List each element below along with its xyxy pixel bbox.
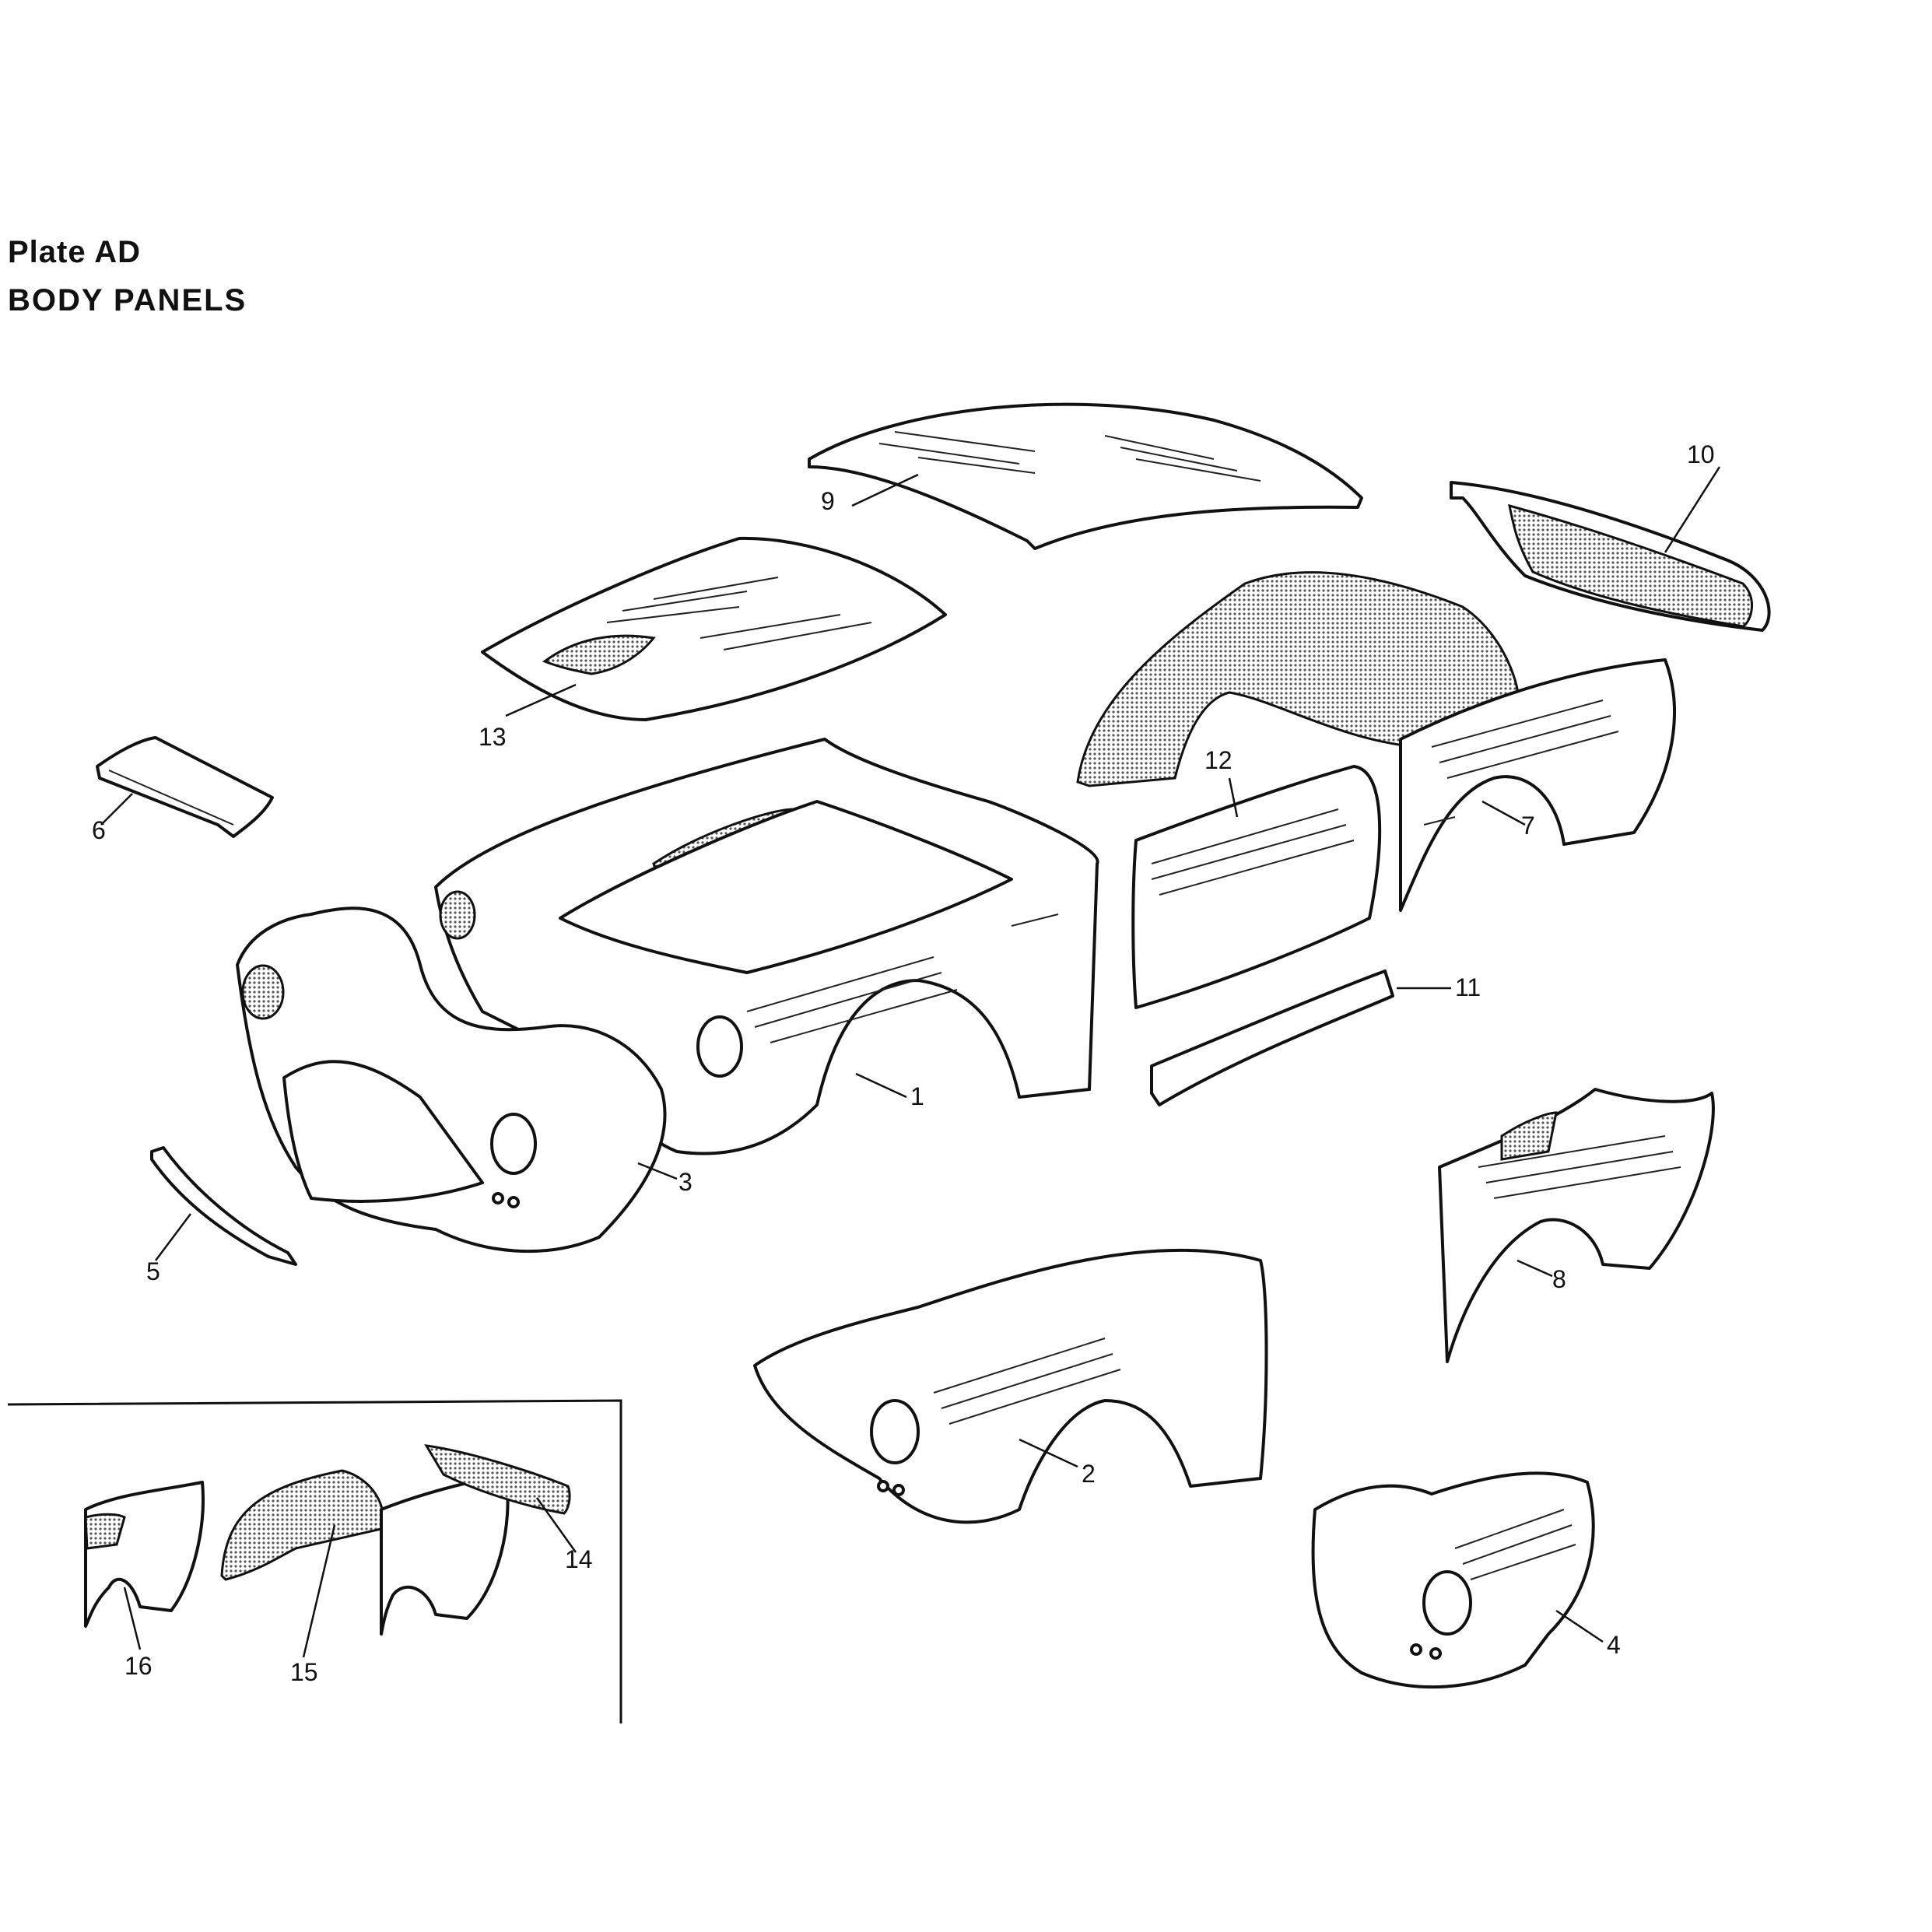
callout-3: 3 xyxy=(678,1168,693,1196)
part-7-rear-quarter xyxy=(1076,571,1676,912)
part-3-front-nose xyxy=(236,906,667,1254)
callout-15: 15 xyxy=(290,1658,318,1686)
callout-14: 14 xyxy=(565,1545,593,1573)
callout-2: 2 xyxy=(1082,1460,1096,1488)
callout-9: 9 xyxy=(821,487,835,515)
callout-1: 1 xyxy=(910,1082,924,1110)
callout-12: 12 xyxy=(1204,746,1232,774)
callout-13: 13 xyxy=(479,723,507,751)
plate-subtitle: BODY PANELS xyxy=(8,283,247,317)
callout-16: 16 xyxy=(124,1652,153,1680)
callout-11: 11 xyxy=(1455,973,1481,1001)
part-14-inset-boot-lid xyxy=(424,1444,571,1515)
part-12-door-skin xyxy=(1131,765,1382,1009)
part-16-inset-rear xyxy=(84,1481,205,1628)
inset-frame xyxy=(7,1399,622,1723)
callout-7: 7 xyxy=(1521,812,1535,840)
leader-lines xyxy=(100,466,1721,1658)
part-10-boot-lid xyxy=(1450,481,1771,632)
callout-10: 10 xyxy=(1687,440,1715,468)
callout-8: 8 xyxy=(1552,1265,1566,1293)
plate-title: Plate AD xyxy=(8,235,142,269)
part-5-lower-valance xyxy=(150,1146,297,1266)
part-13-bonnet xyxy=(481,536,947,721)
callout-4: 4 xyxy=(1607,1631,1621,1659)
callout-labels: 1 2 3 4 5 6 7 8 9 10 11 12 13 14 15 16 xyxy=(92,440,1715,1686)
part-6-valance-strip xyxy=(96,736,274,838)
part-15-inset-rear-shell xyxy=(220,1469,510,1636)
callout-6: 6 xyxy=(92,816,106,844)
part-11-sill xyxy=(1150,970,1394,1106)
part-8-rear-wing xyxy=(1438,1088,1715,1363)
part-4-front-wing-section xyxy=(1311,1471,1595,1689)
part-2-front-wing xyxy=(753,1248,1268,1524)
part-9-roof-panel xyxy=(808,402,1363,550)
callout-5: 5 xyxy=(146,1257,160,1285)
